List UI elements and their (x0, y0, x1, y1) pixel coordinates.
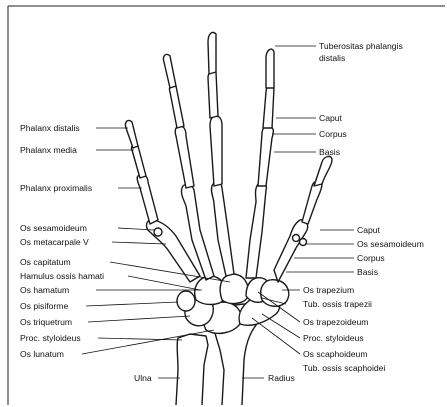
middle-distal-phalanx (208, 32, 216, 74)
middle-proximal-phalanx (210, 116, 222, 186)
label-tuberositas-1: Tuberositas phalangis (319, 41, 403, 51)
ulna-bone (176, 334, 208, 405)
metacarpal-2-bone (246, 182, 266, 278)
label-tub-ossis-trapezii: Tub. ossis trapezii (303, 299, 372, 309)
little-proximal-phalanx (137, 174, 158, 224)
sesamoid-left-bone (154, 228, 162, 236)
label-os-triquetrum: Os triquetrum (20, 317, 72, 327)
label-ulna: Ulna (134, 373, 152, 383)
label-os-capitatum: Os capitatum (20, 257, 71, 267)
leader-pisiforme (86, 302, 178, 306)
thumb-distal-phalanx (314, 156, 332, 186)
label-phalanx-media: Phalanx media (20, 145, 77, 155)
leader-triquetrum (88, 316, 190, 322)
ring-middle-phalanx (169, 85, 184, 128)
label-tuberositas-2: distalis (319, 53, 345, 63)
label-corpus-thumb: Corpus (357, 253, 385, 263)
pisiforme-bone (177, 291, 195, 311)
ring-proximal-phalanx (175, 126, 194, 188)
index-distal-phalanx (266, 49, 274, 88)
label-caput-top: Caput (319, 113, 343, 123)
label-os-sesamoideum-right: Os sesamoideum (357, 239, 424, 249)
label-os-hamatum: Os hamatum (20, 285, 69, 295)
label-proc-styloideus-right: Proc. styloideus (303, 333, 364, 343)
label-phalanx-proximalis: Phalanx proximalis (20, 183, 92, 193)
middle-middle-phalanx (208, 71, 218, 118)
label-os-pisiforme: Os pisiforme (20, 301, 68, 311)
thumb-proximal-phalanx (302, 181, 322, 224)
little-distal-phalanx (125, 120, 138, 148)
label-tub-ossis-scaphoidei: Tub. ossis scaphoidei (303, 363, 385, 373)
sesamoid-right-a-bone (293, 235, 300, 242)
ring-distal-phalanx (163, 54, 176, 88)
label-os-lunatum: Os lunatum (20, 349, 64, 359)
label-hamulus-ossis-hamati: Hamulus ossis hamati (20, 271, 104, 281)
capitatum-bone (220, 274, 248, 303)
metacarpal-3-bone (211, 182, 234, 276)
label-corpus-top: Corpus (319, 129, 347, 139)
label-os-sesamoideum-left: Os sesamoideum (20, 223, 87, 233)
label-basis-top: Basis (319, 147, 340, 157)
label-caput-thumb: Caput (357, 225, 381, 235)
label-os-scaphoideum: Os scaphoideum (303, 349, 368, 359)
label-phalanx-distalis: Phalanx distalis (20, 123, 80, 133)
label-os-trapezoideum: Os trapezoideum (303, 317, 368, 327)
label-radius: Radius (268, 373, 295, 383)
label-os-trapezium: Os trapezium (303, 285, 354, 295)
index-middle-phalanx (263, 86, 274, 128)
index-proximal-phalanx (258, 125, 273, 186)
leader-scaphoideum (252, 318, 300, 354)
leader-metacarpale-v (112, 242, 166, 244)
label-os-metacarpale-v: Os metacarpale V (20, 237, 89, 247)
bones (125, 32, 332, 405)
trapezium-bone (261, 280, 289, 307)
label-proc-styloideus-left: Proc. styloideus (20, 333, 81, 343)
metacarpal-1-bone (274, 220, 308, 282)
sesamoid-right-b-bone (300, 239, 307, 246)
label-basis-thumb: Basis (357, 267, 378, 277)
